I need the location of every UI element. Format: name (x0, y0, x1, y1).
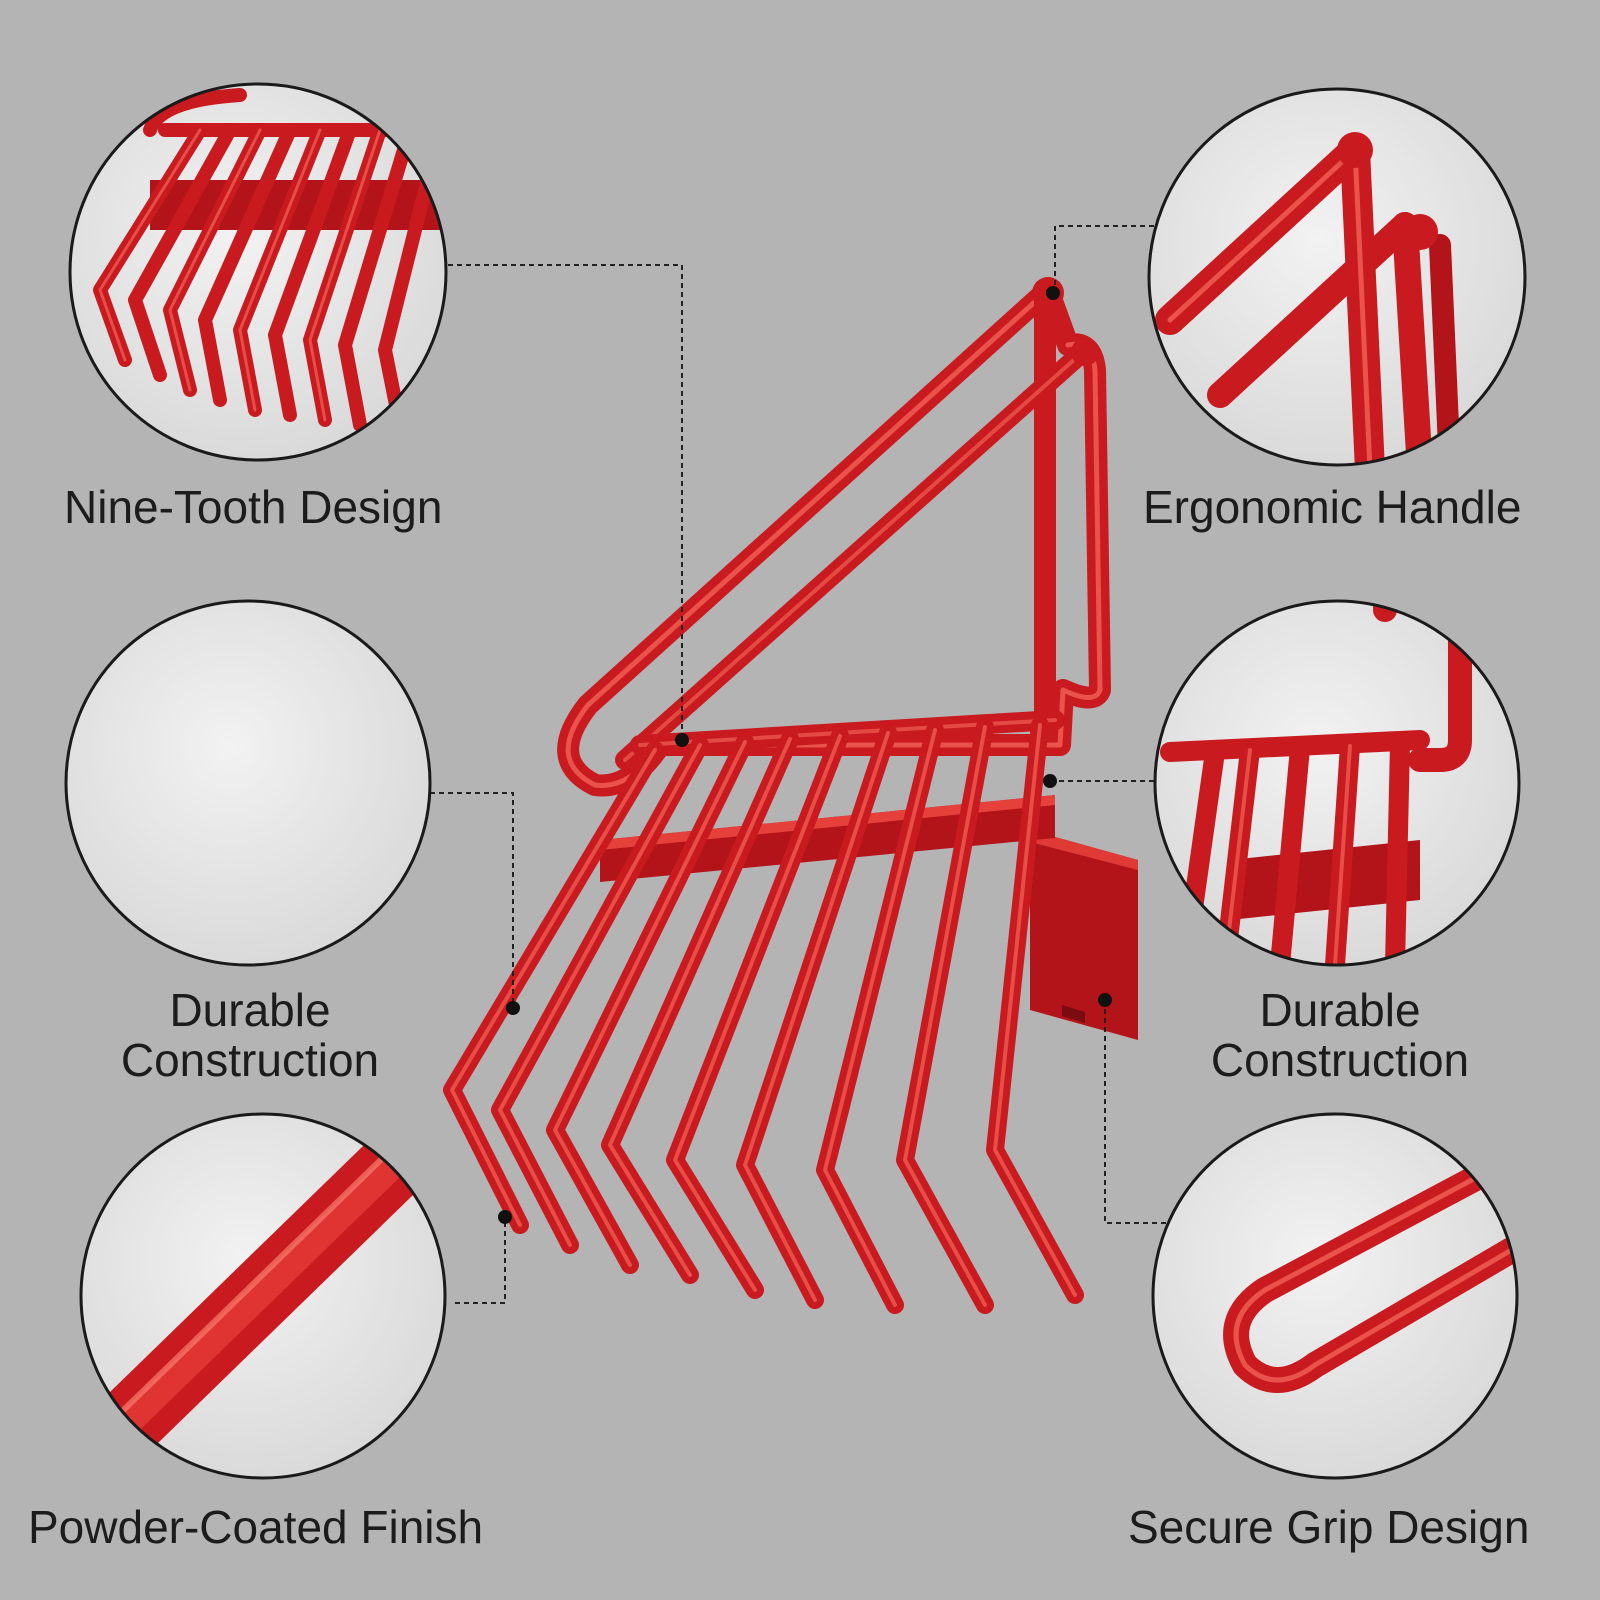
mounting-plate (1030, 830, 1138, 1040)
label-durable-construction-right: Durable Construction (1150, 985, 1530, 1085)
label-durable-right-line2: Construction (1210, 1034, 1470, 1086)
label-durable-left-line2: Construction (120, 1034, 380, 1086)
label-powder-coated-finish: Powder-Coated Finish (28, 1501, 484, 1553)
cross-bar (600, 795, 1055, 882)
detail-circle-secure-grip (1151, 1112, 1519, 1480)
label-nine-tooth-design: Nine-Tooth Design (64, 481, 443, 533)
label-ergonomic-handle: Ergonomic Handle (1143, 481, 1522, 533)
rake-teeth-highlight (450, 723, 1077, 1307)
detail-circle-durable-left (64, 599, 432, 967)
detail-circle-durable-right (1153, 599, 1521, 967)
label-durable-construction-left: Durable Construction (60, 985, 440, 1085)
detail-circle-ergonomic (1147, 87, 1527, 467)
leader-lines (430, 225, 1170, 1304)
label-durable-right-line1: Durable (1259, 984, 1421, 1036)
label-durable-left-line1: Durable (169, 984, 331, 1036)
rake-tool (443, 277, 1138, 1314)
handle-frame (557, 277, 1111, 797)
detail-circle-powder-coated (79, 1112, 447, 1480)
detail-circle-nine-tooth (68, 82, 448, 462)
label-secure-grip-design: Secure Grip Design (1128, 1501, 1530, 1553)
leader-dots (498, 286, 1112, 1224)
